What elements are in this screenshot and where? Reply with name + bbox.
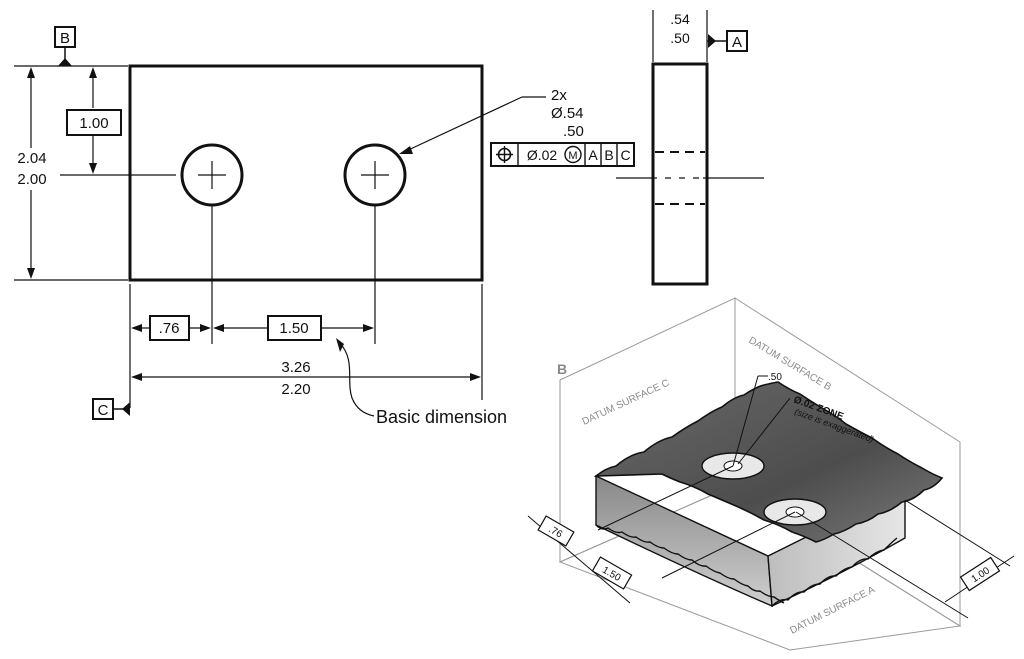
hole-count: 2x (551, 87, 567, 104)
thickness-upper-limit: .54 (670, 11, 690, 27)
iso-basic-1-50: 1.50 (591, 556, 633, 590)
position-icon (496, 146, 513, 163)
fcf-datum-3: C (620, 147, 630, 163)
datum-b-label: B (60, 30, 70, 47)
hole-left (180, 143, 244, 207)
hole-diameter-upper: Ø.54 (551, 105, 584, 122)
hole-right (343, 143, 407, 207)
iso-panel-label: B (557, 361, 567, 377)
fcf-modifier: M (568, 150, 577, 162)
datum-a-triangle (708, 34, 716, 48)
hole-diameter-lower: .50 (563, 123, 584, 140)
plate-top-face (593, 381, 944, 543)
iso-hole-dim: .50 (768, 372, 782, 383)
basic-dim-1-50: 1.50 (279, 320, 308, 337)
plate-front-left-face (595, 474, 773, 608)
fcf-datum-2: B (604, 147, 613, 163)
isometric-view: B DATUM SURFACE C DATUM SURFACE B DATUM … (527, 297, 1015, 651)
front-view: B 1.00 2.04 2.00 .76 (14, 26, 507, 427)
basic-dim-1-00-box (66, 109, 122, 136)
iso-basic-76: .76 (537, 515, 575, 547)
side-view-outline (651, 62, 709, 286)
hole-callout-leader (403, 96, 523, 153)
basic-dimension-note: Basic dimension (376, 407, 507, 427)
height-lower-limit: 2.00 (17, 171, 46, 188)
width-upper-limit: 3.26 (281, 359, 310, 376)
datum-a-box (726, 30, 748, 52)
datum-c-label: C (98, 402, 109, 419)
datum-c-triangle (122, 402, 130, 416)
basic-dim-76-box (149, 315, 190, 341)
datum-a-label: A (732, 34, 742, 51)
width-lower-limit: 2.20 (281, 381, 310, 398)
fcf-tolerance: Ø.02 (527, 147, 558, 163)
hole-callout: 2x Ø.54 .50 (399, 87, 584, 154)
part-outline (128, 64, 484, 282)
datum-surface-c-label: DATUM SURFACE C (581, 378, 672, 428)
basic-dim-76: .76 (159, 320, 180, 337)
fcf-datum-1: A (588, 147, 598, 163)
datum-plane-a (558, 484, 962, 651)
basic-dim-1-50-box (267, 315, 322, 341)
datum-surface-b-label: DATUM SURFACE B (746, 335, 833, 393)
feature-control-frame: Ø.02 M A B C (490, 142, 635, 167)
mmc-modifier-icon (564, 145, 582, 164)
basic-dim-1-00: 1.00 (79, 115, 108, 132)
basic-dimension-leader (338, 341, 375, 417)
thickness-lower-limit: .50 (670, 30, 690, 46)
datum-b-triangle (58, 58, 72, 66)
iso-basic-1-00: 1.00 (959, 556, 1001, 592)
side-view: .54 .50 A (616, 10, 764, 286)
height-upper-limit: 2.04 (17, 150, 46, 167)
